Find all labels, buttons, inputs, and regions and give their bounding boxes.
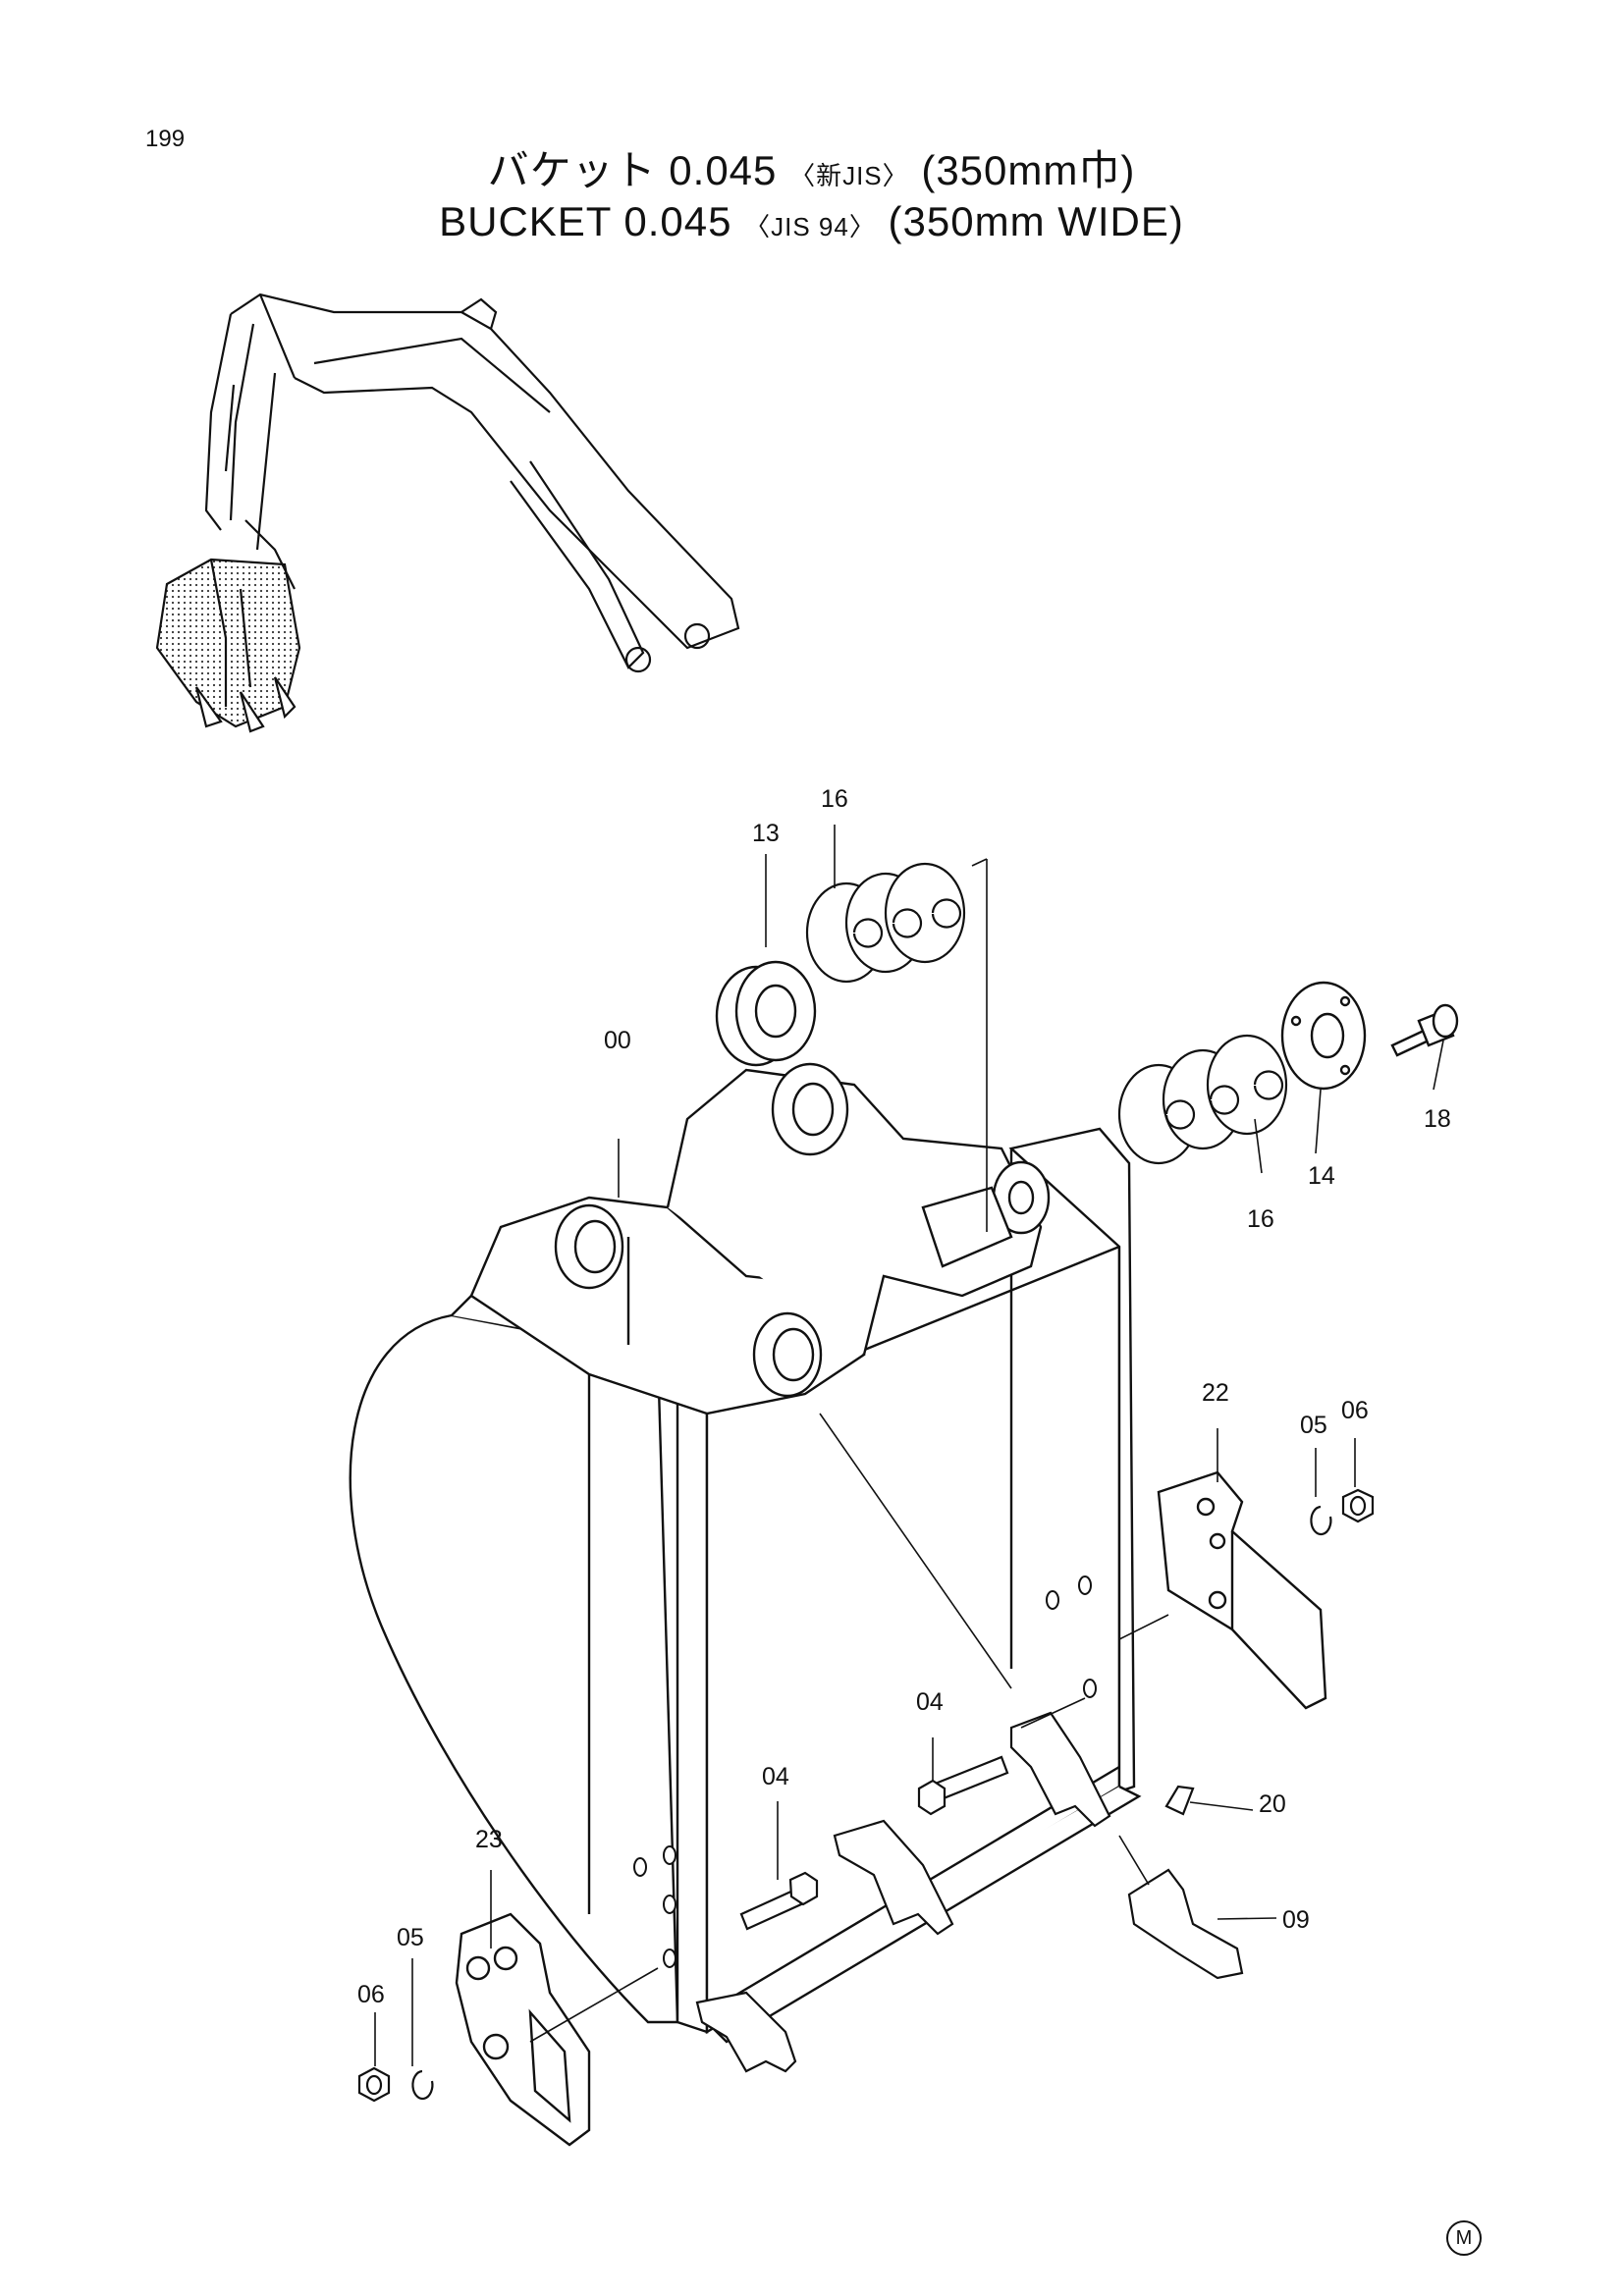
title-jp-width: (350mm巾) xyxy=(921,147,1136,193)
callout-16-upper: 16 xyxy=(821,785,848,813)
callout-22: 22 xyxy=(1202,1379,1229,1407)
callout-06-right: 06 xyxy=(1341,1397,1369,1424)
lock-washer-part-05-right xyxy=(1310,1505,1332,1536)
callout-04-lower: 04 xyxy=(762,1763,789,1790)
bolt-part-18 xyxy=(1390,1003,1459,1057)
nut-part-06-left xyxy=(357,2066,391,2103)
tooth-point-part-09 xyxy=(1127,1868,1244,1980)
callout-13: 13 xyxy=(752,820,780,847)
title-en-main: BUCKET 0.045 xyxy=(439,198,732,244)
tooth-adapters xyxy=(695,1711,1111,2073)
side-cutter-part-23 xyxy=(455,1912,591,2147)
pin-part-20 xyxy=(1164,1785,1195,1816)
excavator-arm-illustration xyxy=(204,293,740,673)
callout-05-right: 05 xyxy=(1300,1412,1327,1439)
bolt-holes xyxy=(633,1575,1097,1968)
page-number: 199 xyxy=(145,126,186,152)
bucket-thumbnail xyxy=(155,558,301,733)
lock-washer-part-05-left xyxy=(411,2069,434,2101)
side-cutter-part-22 xyxy=(1157,1470,1327,1710)
bushing-part-13 xyxy=(715,960,817,1067)
bolt-part-04-lower xyxy=(739,1871,819,1931)
callout-06-left: 06 xyxy=(357,1981,385,2008)
shim-parts-16-lower xyxy=(1117,1034,1288,1165)
mounting-brackets xyxy=(469,1062,1051,1415)
callout-14: 14 xyxy=(1308,1162,1335,1190)
callout-16-lower: 16 xyxy=(1247,1205,1274,1233)
callout-00: 00 xyxy=(604,1027,631,1054)
title-english: BUCKET 0.045 〈JIS 94〉 (350mm WIDE) xyxy=(0,198,1623,245)
bolt-part-04-upper xyxy=(917,1755,1009,1816)
title-jp-standard: 〈新JIS〉 xyxy=(789,161,909,190)
callout-20: 20 xyxy=(1259,1790,1286,1818)
plate-part-14 xyxy=(1280,981,1367,1091)
callout-18: 18 xyxy=(1424,1105,1451,1133)
manufacturer-mark: M xyxy=(1446,2220,1482,2256)
callout-04-upper: 04 xyxy=(916,1688,944,1716)
callout-23: 23 xyxy=(475,1826,503,1853)
title-japanese: バケット 0.045 〈新JIS〉 (350mm巾) xyxy=(0,137,1623,197)
callout-05-left: 05 xyxy=(397,1924,424,1951)
callout-09: 09 xyxy=(1282,1906,1310,1934)
title-en-width: (350mm WIDE) xyxy=(888,198,1184,244)
title-en-standard: 〈JIS 94〉 xyxy=(744,212,876,241)
leader-lines xyxy=(374,825,1444,2066)
shim-parts-16-upper xyxy=(805,862,966,984)
nut-part-06-right xyxy=(1341,1488,1375,1523)
title-jp-main: バケット 0.045 xyxy=(487,147,778,193)
